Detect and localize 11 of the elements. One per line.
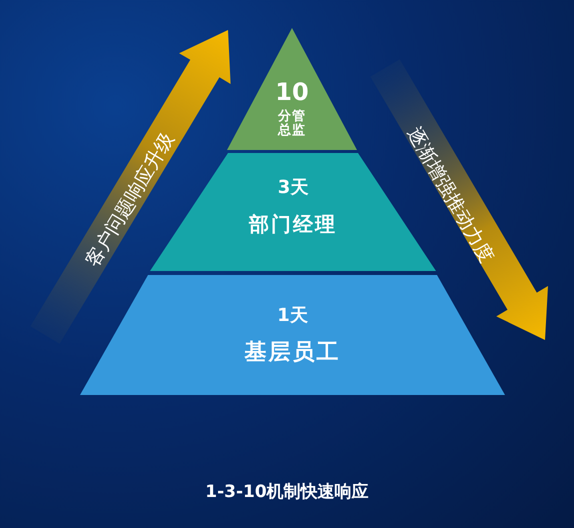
tier-heading: 1天 (277, 304, 308, 327)
arrow-label: 逐渐增强推动力度 (401, 122, 499, 268)
tier-heading: 10 (275, 78, 309, 106)
tier-label: 基层员工 (244, 341, 340, 366)
tier-label: 分管总监 (277, 110, 307, 139)
tier-heading: 3天 (278, 176, 308, 199)
pyramid-tier (80, 275, 505, 395)
tier-label: 部门经理 (249, 213, 337, 235)
caption: 1-3-10机制快速响应 (205, 481, 369, 503)
pyramid-tier (227, 28, 357, 150)
arrow-label: 客户问题响应升级 (80, 128, 180, 272)
